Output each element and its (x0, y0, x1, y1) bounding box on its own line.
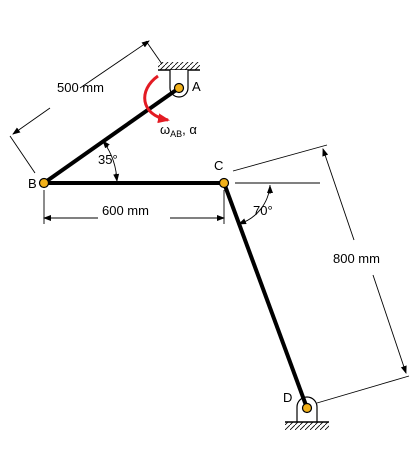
dimension-ab-extension-b (9, 135, 36, 174)
angle-abc-arrow-low (113, 172, 120, 182)
joint-c (218, 177, 230, 189)
dimension-ab: 500 mm (9, 40, 163, 174)
angle-abc-label: 35° (98, 152, 118, 167)
label-point-b: B (28, 176, 37, 191)
motion-separator: , (182, 122, 189, 137)
dimension-bc: 600 mm (43, 190, 225, 224)
dimension-ab-arrow-b (12, 107, 51, 135)
angle-cd: 70° (238, 184, 273, 225)
dimension-cd-extension-c (232, 144, 328, 172)
label-point-a: A (192, 79, 201, 94)
alpha-symbol: α (189, 122, 197, 137)
ground-hatch-a (158, 62, 200, 70)
link-ab (42, 86, 181, 185)
link-cd (222, 182, 309, 409)
joint-b (38, 177, 50, 189)
joint-a (173, 82, 185, 94)
angular-motion-arrow (143, 74, 170, 124)
angular-motion-label: ωAB, α (160, 122, 197, 139)
dimension-cd-label: 800 mm (333, 251, 380, 266)
omega-symbol: ω (160, 122, 170, 137)
dimension-ab-extension-a (145, 40, 163, 65)
joint-d (301, 402, 313, 414)
angle-cd-arrow-link (238, 218, 247, 225)
dimension-cd-arrow-d (372, 274, 407, 374)
dimension-cd-extension-d (316, 375, 410, 404)
label-point-d: D (283, 390, 292, 405)
dimension-cd: 800 mm (232, 144, 410, 404)
dimension-ab-label: 500 mm (57, 80, 104, 95)
dimension-cd-arrow-c (322, 148, 355, 241)
ground-hatch-d (285, 422, 329, 430)
angle-abc-arrow-high (102, 140, 110, 149)
dimension-ab-arrow-a (79, 40, 150, 89)
label-point-c: C (214, 158, 223, 173)
dimension-bc-label: 600 mm (102, 203, 149, 218)
angle-cd-label: 70° (253, 203, 273, 218)
omega-subscript: AB (170, 129, 182, 139)
angle-abc: 35° (98, 140, 120, 184)
